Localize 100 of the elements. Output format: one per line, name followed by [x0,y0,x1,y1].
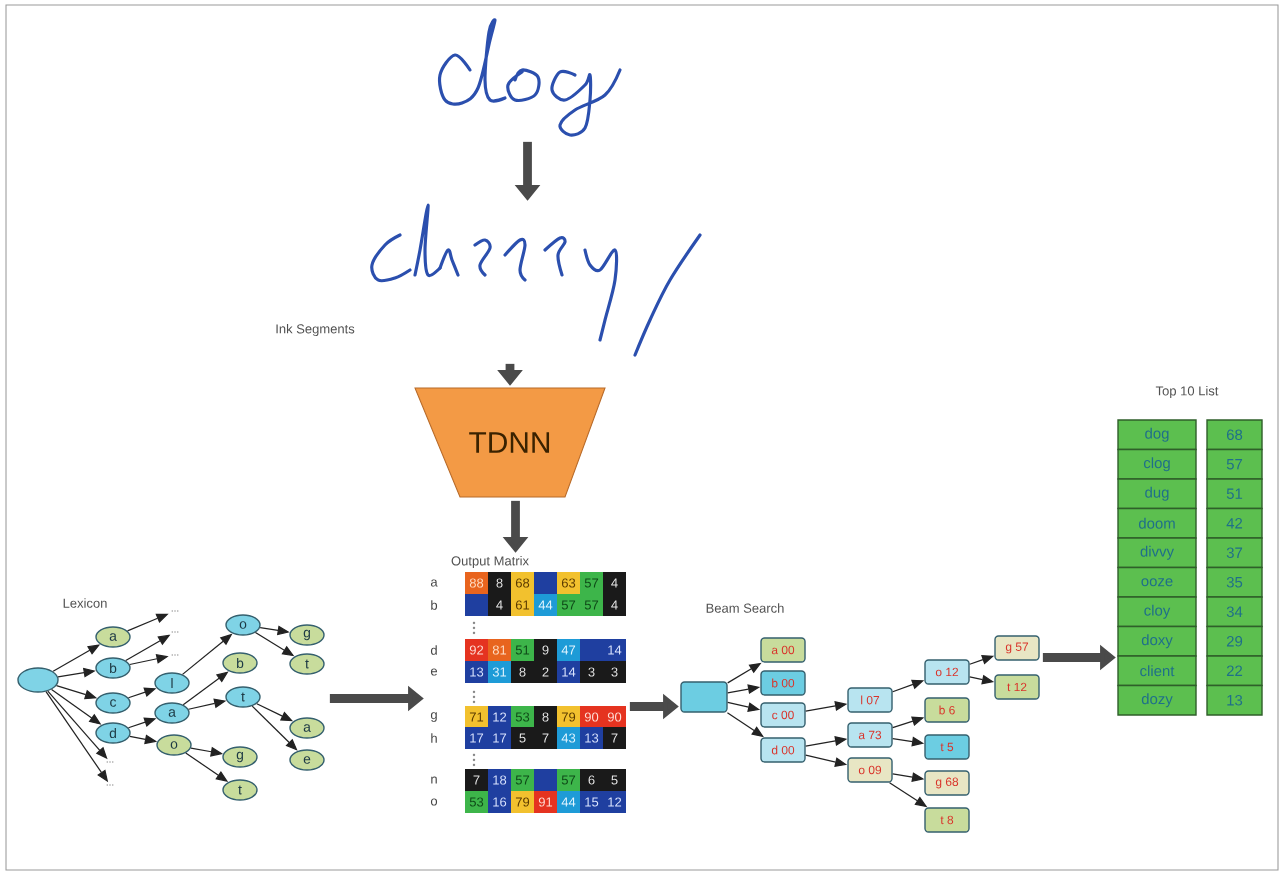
matrix-cell: 13 [580,727,603,749]
matrix-cell: 7 [534,727,557,749]
search-box: b 6 [924,697,970,723]
matrix-cell: 8 [511,661,534,683]
matrix-cell: 57 [557,769,580,791]
list-cell: ooze [1117,566,1197,598]
tree-node: c [95,692,131,714]
search-box: t 5 [924,734,970,760]
matrix-cell: 61 [511,594,534,616]
list-cell: dug [1117,478,1197,510]
list-cell: 13 [1206,684,1263,716]
ellipsis-text: ... [106,784,114,786]
matrix-cell: 44 [557,791,580,813]
row-letter: e [430,668,438,676]
tree-node: b [95,657,131,679]
row-letter: b [431,600,438,610]
matrix-cell: 5 [511,727,534,749]
list-cell: 57 [1206,448,1263,480]
matrix-cell: 57 [511,769,534,791]
search-box: a 73 [847,722,893,748]
search-box: t 12 [994,674,1040,700]
matrix-cell: 12 [603,791,626,813]
matrix-cell: 57 [580,594,603,616]
tree-node: l [154,672,190,694]
matrix-cell: 47 [557,639,580,661]
tree-node: g [222,746,258,768]
list-cell: clog [1117,448,1197,480]
matrix-cell: 7 [603,727,626,749]
row-letter: a [430,579,438,587]
list-cell: divvy [1117,537,1197,569]
list-cell: 29 [1206,625,1263,657]
matrix-cell: 8 [488,572,511,594]
matrix-cell: 44 [534,594,557,616]
matrix-cell: 4 [488,594,511,616]
search-box: d 00 [760,737,806,763]
section-heading: Lexicon [63,598,107,608]
list-cell: 22 [1206,655,1263,687]
matrix-cell: 68 [511,572,534,594]
matrix-cell: 15 [580,791,603,813]
matrix-cell: 71 [465,706,488,728]
list-cell: 68 [1206,419,1263,451]
row-letter: h [431,733,437,743]
search-box: g 57 [994,635,1040,661]
ellipsis-text: ... [171,654,179,656]
row-letter: d [430,645,437,655]
matrix-cell: 51 [511,639,534,661]
caption-text: Ink Segments [276,323,355,337]
tree-node: a [95,626,131,648]
tree-node: a [154,702,190,724]
tree-node [17,667,59,693]
row-letter: g [430,712,437,722]
tree-node: g [289,624,325,646]
matrix-cell: 79 [557,706,580,728]
matrix-cell: 53 [511,706,534,728]
section-heading: Output Matrix [451,555,529,569]
matrix-cell: 91 [534,791,557,813]
section-heading: Beam Search [706,603,784,613]
list-cell: doom [1117,507,1197,539]
list-cell: 51 [1206,478,1263,510]
tree-node: t [225,686,261,708]
tree-node: d [95,722,131,744]
matrix-cell: 14 [557,661,580,683]
tree-node: o [225,614,261,636]
list-cell: 42 [1206,507,1263,539]
matrix-cell: 90 [603,706,626,728]
matrix-cell: 57 [580,572,603,594]
ellipsis-text: ... [171,631,179,633]
row-letter: o [430,798,438,806]
matrix-cell: 8 [534,706,557,728]
search-box: o 12 [924,659,970,685]
section-heading: Top 10 List [1155,385,1219,399]
arrow [251,705,298,751]
matrix-cell: 4 [603,572,626,594]
matrix-cell: 88 [465,572,488,594]
matrix-cell: 4 [603,594,626,616]
tree-node: e [289,749,325,771]
list-cell: 35 [1206,566,1263,598]
tree-node: t [222,779,258,801]
handwriting-drawing [370,203,702,357]
list-cell: client [1117,655,1197,687]
matrix-cell: 53 [465,791,488,813]
matrix-cell: 17 [465,727,488,749]
matrix-cell: 18 [488,769,511,791]
list-cell: dozy [1117,684,1197,716]
tree-node: b [222,652,258,674]
search-box: c 00 [760,702,806,728]
matrix-cell: 6 [580,769,603,791]
matrix-cell: 5 [603,769,626,791]
arrow [182,671,229,706]
matrix-cell: 92 [465,639,488,661]
matrix-cell: 9 [534,639,557,661]
search-box: l 07 [847,687,893,713]
list-cell: cloy [1117,596,1197,628]
matrix-cell: 17 [488,727,511,749]
matrix-cell: 7 [465,769,488,791]
search-box: t 8 [924,807,970,833]
list-cell: 34 [1206,596,1263,628]
trapezoid-block: TDNN [414,387,606,498]
matrix-cell: 14 [603,639,626,661]
tree-node: a [289,717,325,739]
